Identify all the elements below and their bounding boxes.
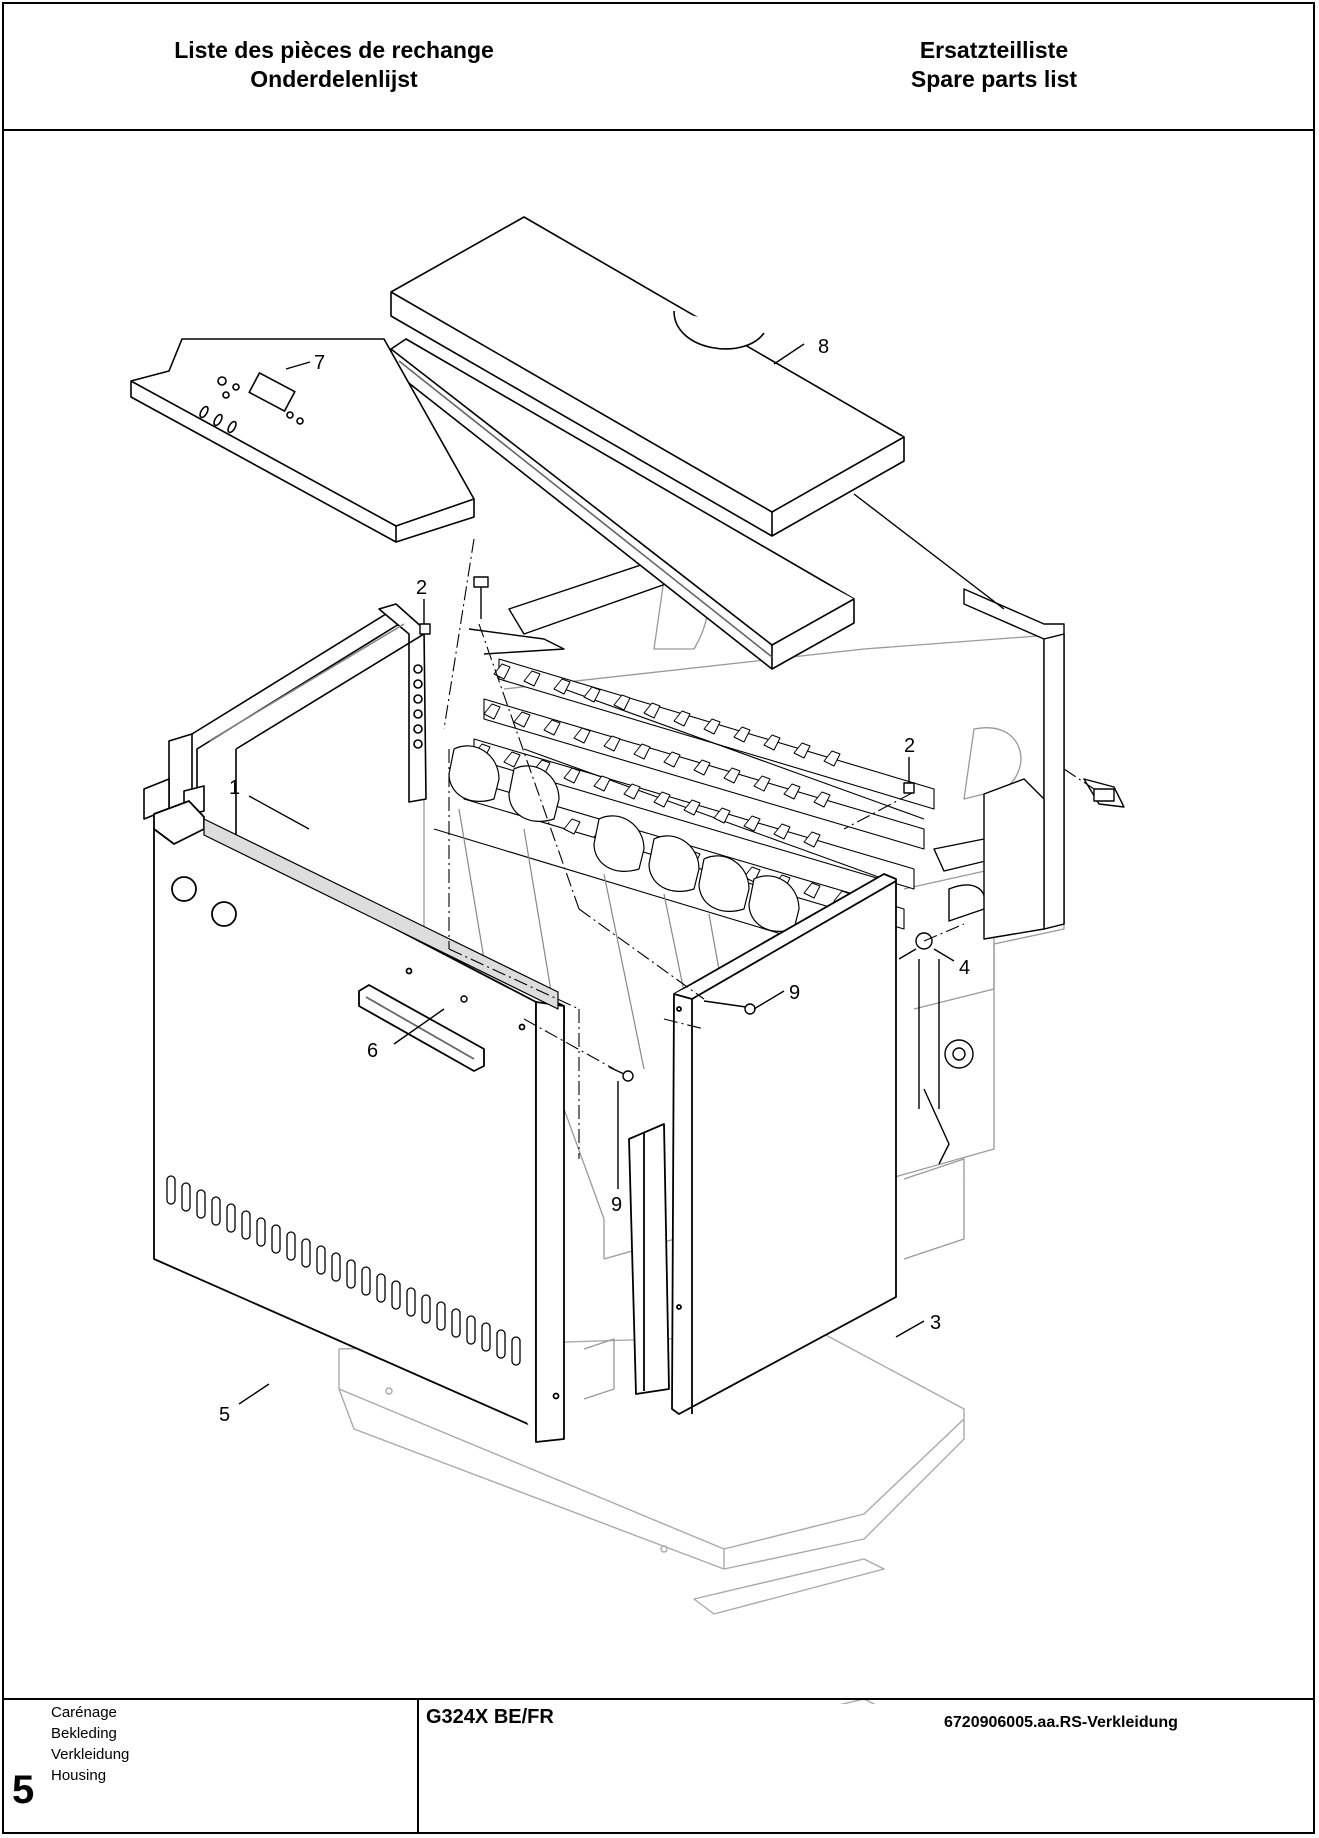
section-number: 5	[12, 1768, 35, 1812]
title-french: Liste des pièces de rechange	[174, 37, 494, 63]
callout-1: 1	[229, 777, 240, 799]
screw-9-right	[703, 1000, 756, 1015]
clip-2-left	[419, 623, 431, 635]
screw-4	[898, 932, 933, 960]
callout-7: 7	[314, 352, 325, 374]
part-5-front-panel	[153, 800, 565, 1443]
front-vents	[166, 1175, 521, 1366]
screw-9-left	[608, 1066, 634, 1082]
screw-6	[460, 995, 468, 1003]
section-name-english: Housing	[51, 1767, 107, 1784]
footer-divider	[417, 1700, 419, 1832]
section-name-french: Carénage	[51, 1704, 117, 1721]
page-header: Liste des pièces de rechange Onderdelenl…	[4, 4, 1313, 131]
section-name-dutch: Bekleding	[51, 1725, 117, 1742]
section-names: Carénage Bekleding Verkleidung Housing	[51, 1702, 129, 1786]
clip-2-right	[903, 782, 915, 794]
page-footer: 5 Carénage Bekleding Verkleidung Housing…	[4, 1698, 1313, 1832]
title-dutch: Onderdelenlijst	[250, 66, 418, 92]
burner-tubes	[448, 745, 800, 1110]
model-designation: G324X BE/FR	[426, 1706, 554, 1728]
callout-leaders	[238, 343, 955, 1405]
housing-exploded-diagram: 1 2 2 3 4 5 6 7 8 9 9	[130, 216, 1125, 1704]
header-right: Ersatzteilliste Spare parts list	[789, 36, 1199, 94]
part-8-top-cover	[390, 216, 905, 670]
part-3-side-panel	[628, 873, 897, 1415]
header-left: Liste des pièces de rechange Onderdelenl…	[124, 36, 544, 94]
callout-5: 5	[219, 1404, 230, 1426]
part-7-control-panel	[130, 338, 475, 543]
screw-top	[473, 576, 489, 619]
callout-2-right: 2	[904, 735, 915, 757]
title-german: Ersatzteilliste	[919, 37, 1069, 63]
callout-6: 6	[367, 1040, 378, 1062]
exploded-view-drawing: 1 2 2 3 4 5 6 7 8 9 9 6720906005.aa.RS-V…	[4, 129, 1313, 1731]
callout-8: 8	[818, 336, 829, 358]
callout-9-left: 9	[611, 1194, 622, 1216]
clip-right-back	[1093, 788, 1115, 802]
assembly-guides	[443, 538, 1095, 1159]
callout-9-right: 9	[789, 982, 800, 1004]
hardware	[419, 576, 1115, 1082]
title-english: Spare parts list	[910, 66, 1078, 92]
callout-2-left: 2	[416, 577, 427, 599]
callout-3: 3	[930, 1312, 941, 1334]
section-name-german: Verkleidung	[51, 1746, 130, 1763]
drawing-reference: 6720906005.aa.RS-Verkleidung	[944, 1714, 1178, 1731]
callout-numbers: 1 2 2 3 4 5 6 7 8 9 9	[219, 336, 970, 1426]
callout-4: 4	[959, 957, 970, 979]
